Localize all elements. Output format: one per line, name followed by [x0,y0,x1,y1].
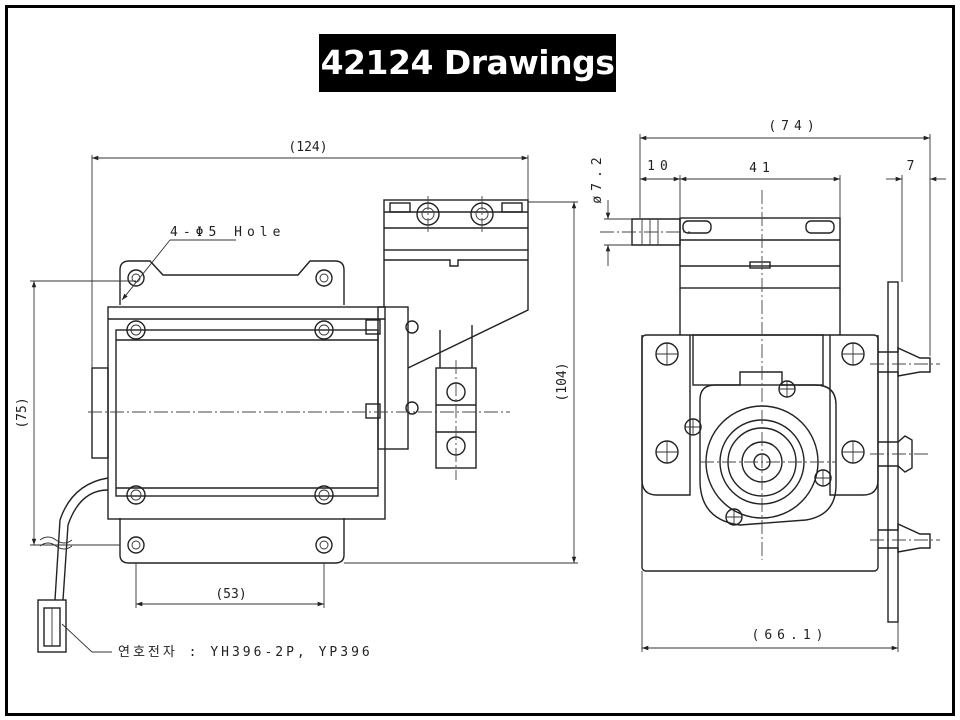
dim-height-right: (104) [555,362,570,401]
left-view: (124) (75) (104) (53) 4-Φ5 Hole 연호전자 : [15,140,578,660]
dim-total-width-right: (74) [768,119,819,134]
dim-body-width: (66.1) [752,628,829,643]
frame-border [5,5,955,716]
dim-mount-spacing: (53) [215,587,246,602]
right-view: (74) 10 41 7 ø7.2 (66.1) [590,119,946,652]
page-title: 42124 Drawings [319,34,616,92]
dim-total-width-left: (124) [288,140,327,155]
dim-height-left: (75) [15,397,30,428]
dim-outlet: 7 [907,159,920,174]
dim-inlet-offset: 10 [647,159,673,174]
dim-head-width: 41 [749,161,775,176]
dim-port-dia: ø7.2 [590,152,605,203]
body-screws [655,342,865,526]
hole-note: 4-Φ5 Hole [170,225,285,240]
connector-note: 연호전자 : YH396-2P, YP396 [118,645,373,660]
